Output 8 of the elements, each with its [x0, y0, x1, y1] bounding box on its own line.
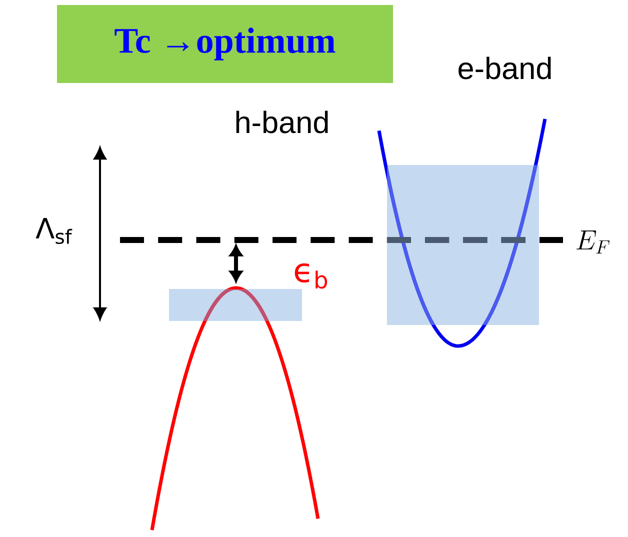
binding-energy-label: ϵ$_{b}$ [294, 263, 328, 289]
shaded-region [387, 165, 539, 325]
shaded-region [169, 289, 302, 321]
energy-scale-label: Λ$_{sf}$ [36, 218, 72, 244]
band-label: h-band [236, 110, 328, 134]
band-label: e-band [458, 56, 551, 80]
fermi-level-label: $E_F$ [576, 230, 610, 254]
title-box: Tc →optimum [57, 5, 393, 83]
